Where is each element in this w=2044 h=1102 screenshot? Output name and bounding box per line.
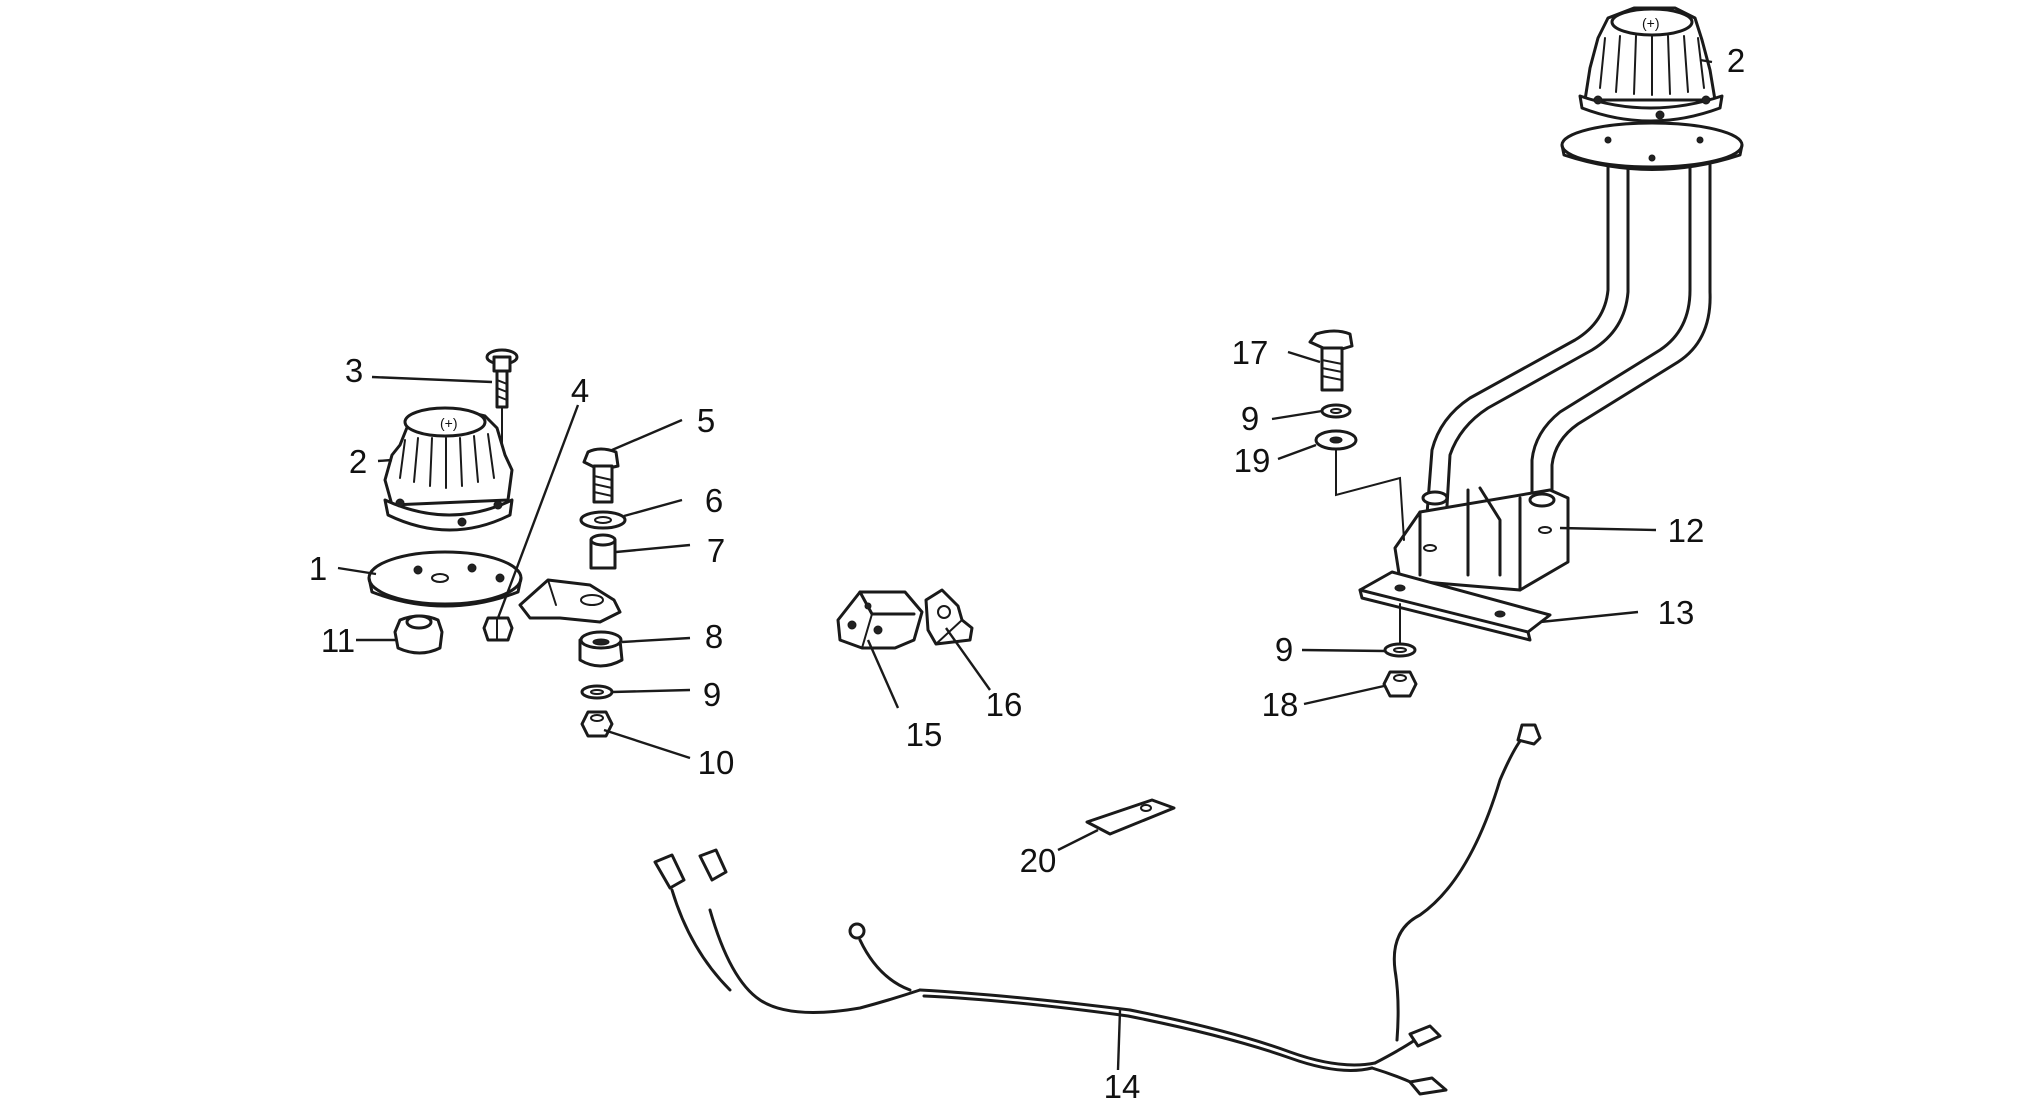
callout-7: 7	[707, 532, 725, 569]
part-bolt-5	[582, 447, 620, 504]
callout-5: 5	[697, 402, 715, 439]
part-hex-nut-18	[1382, 670, 1418, 698]
part-base-plate-13	[1358, 570, 1552, 642]
part-cap-2-right: (+)	[1578, 6, 1724, 123]
callout-18: 18	[1262, 686, 1299, 723]
svg-text:(+): (+)	[440, 415, 458, 431]
callout-2-left: 2	[349, 443, 367, 480]
part-lock-washer-9-right-lower	[1383, 642, 1417, 658]
part-spacer-7	[589, 533, 617, 570]
part-washer-19	[1314, 429, 1358, 451]
part-bolt-17	[1308, 329, 1354, 392]
part-bracket-left	[518, 578, 622, 624]
leader-lines	[337, 58, 1713, 1071]
part-nut-4	[482, 616, 514, 642]
callout-3: 3	[345, 352, 363, 389]
part-base-plate-1	[367, 550, 523, 608]
callout-13: 13	[1658, 594, 1695, 631]
callout-9-left: 9	[703, 676, 721, 713]
svg-text:(+): (+)	[1642, 15, 1660, 31]
part-grommet-8	[578, 630, 624, 668]
callout-12: 12	[1668, 512, 1705, 549]
callout-labels: 1 2 2 3 4 5 6 7 8 9 9 9 10 11 12 13 14 1…	[309, 42, 1745, 1102]
callout-9-right-lower: 9	[1275, 631, 1293, 668]
callout-15: 15	[906, 716, 943, 753]
callout-14: 14	[1104, 1068, 1141, 1102]
part-wiring-harness-14	[653, 723, 1542, 1096]
callout-11: 11	[321, 622, 355, 659]
callout-19: 19	[1234, 442, 1271, 479]
part-lock-washer-9-left	[580, 684, 614, 700]
callout-17: 17	[1232, 334, 1269, 371]
part-nut-11	[393, 614, 444, 655]
part-lock-washer-9-right-upper	[1320, 403, 1352, 419]
callout-8: 8	[705, 618, 723, 655]
part-bracket-12	[1393, 486, 1570, 592]
callout-20: 20	[1020, 842, 1057, 879]
callout-10: 10	[698, 744, 735, 781]
part-plate-20	[1085, 798, 1176, 836]
part-cap-2-left: (+)	[383, 406, 514, 532]
part-washer-6	[579, 510, 627, 530]
callout-6: 6	[705, 482, 723, 519]
callout-9-right-upper: 9	[1241, 400, 1259, 437]
part-switch-block-15	[836, 590, 924, 650]
callout-16: 16	[986, 686, 1023, 723]
part-bracket-16	[924, 588, 974, 646]
part-stand-tubes	[1423, 163, 1712, 542]
part-stand-flange	[1560, 121, 1744, 171]
callout-1: 1	[309, 550, 327, 587]
callout-2-right: 2	[1727, 42, 1745, 79]
callout-4: 4	[571, 372, 589, 409]
